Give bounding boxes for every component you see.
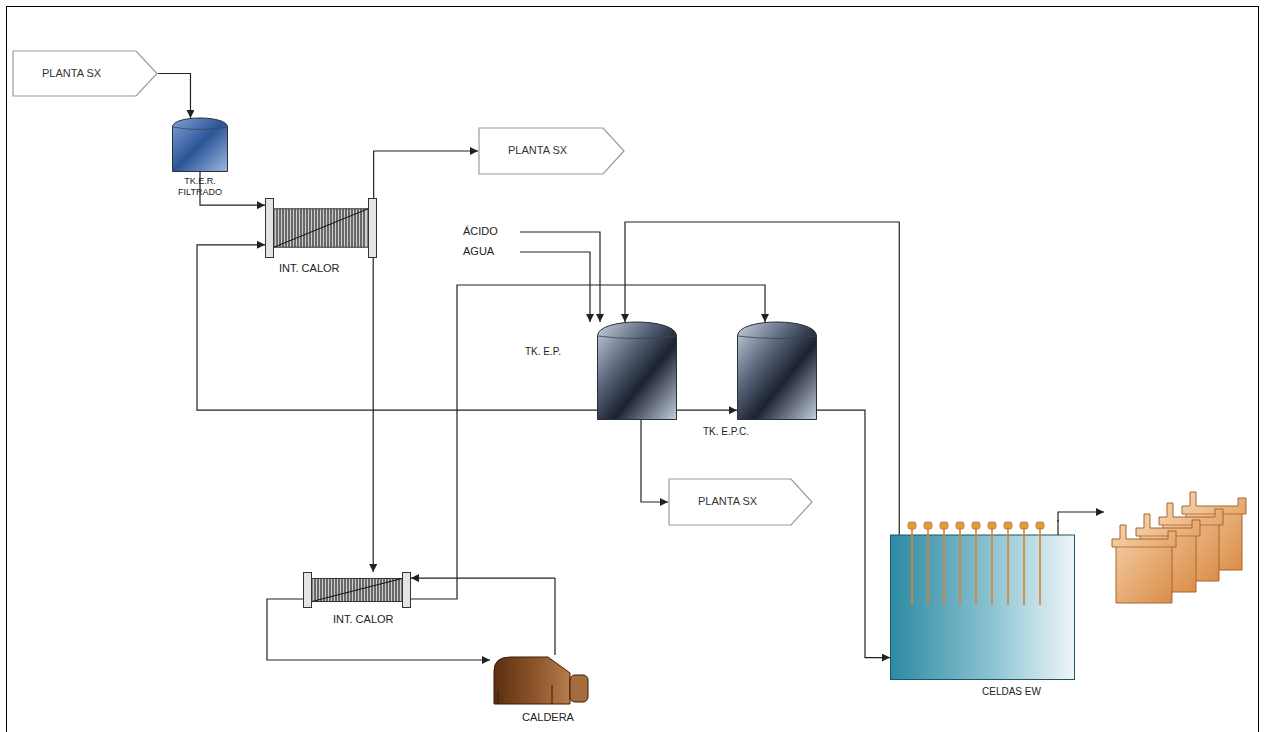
cathode-line: [1058, 512, 1104, 522]
plant-link-arrow: PLANTA SX: [12, 50, 158, 97]
flow-line: [677, 410, 737, 411]
tank-shape: [597, 322, 677, 420]
equipment-name: PLANTA SX: [508, 144, 567, 157]
flow-line: [817, 410, 890, 657]
equipment-name: TK. E.P.: [525, 346, 561, 357]
equipment-label: INT. CALOR: [333, 613, 394, 626]
flow-line: [374, 151, 478, 198]
equipment-label: CELDAS EW: [982, 686, 1041, 698]
cells-shape: [890, 520, 1075, 680]
acid-line: [520, 232, 600, 322]
stream-label: ÁCIDO: [463, 225, 498, 237]
equipment-label: CALDERA: [522, 711, 574, 724]
equipment-label: INT. CALOR: [279, 262, 340, 275]
equipment-label: PLANTA SX: [42, 50, 101, 97]
equipment: CALDERA: [490, 655, 590, 705]
tankBlue-shape: [172, 118, 228, 172]
equipment-name: PLANTA SX: [698, 495, 757, 508]
tank-shape: [737, 322, 817, 420]
flow-line: [641, 420, 668, 502]
stream-name: ÁCIDO: [463, 225, 498, 237]
equipment-name: INT. CALOR: [279, 262, 340, 274]
flow-line: [158, 74, 190, 119]
equipment-name: CALDERA: [522, 711, 574, 723]
stream-label: AGUA: [463, 245, 494, 257]
equipment-label: TK. E.P.: [525, 346, 561, 358]
plant-link-arrow: PLANTA SX: [668, 478, 813, 526]
water-line: [520, 252, 590, 322]
equipment: CELDAS EW: [890, 520, 1075, 680]
equipment-name: CELDAS EW: [982, 686, 1041, 697]
equipment-label: TK.E.R. FILTRADO: [168, 176, 232, 198]
flow-line: [411, 285, 765, 599]
flow-line: [411, 578, 555, 655]
flow-line: [267, 599, 490, 660]
equipment: TK.E.R. FILTRADO: [172, 118, 228, 172]
equipment-label: TK. E.P.C.: [703, 426, 749, 438]
equipment-name: PLANTA SX: [42, 67, 101, 80]
equipment: INT. CALOR: [265, 198, 377, 258]
equipment: TK. E.P.: [597, 322, 677, 420]
equipment-label: PLANTA SX: [698, 478, 757, 526]
equipment-name: INT. CALOR: [333, 613, 394, 625]
boiler-shape: [490, 655, 590, 705]
flow-line: [197, 245, 597, 410]
hx-shape: [265, 198, 377, 258]
stream-name: AGUA: [463, 245, 494, 257]
equipment: INT. CALOR: [303, 572, 411, 608]
equipment-label: PLANTA SX: [508, 127, 567, 175]
hx-shape: [303, 572, 411, 608]
plant-link-arrow: PLANTA SX: [478, 127, 625, 175]
equipment-name: TK. E.P.C.: [703, 426, 749, 437]
flow-line: [373, 258, 375, 572]
cathode-stack: [1112, 492, 1246, 603]
equipment: TK. E.P.C.: [737, 322, 817, 420]
equipment-name: TK.E.R. FILTRADO: [178, 176, 222, 197]
